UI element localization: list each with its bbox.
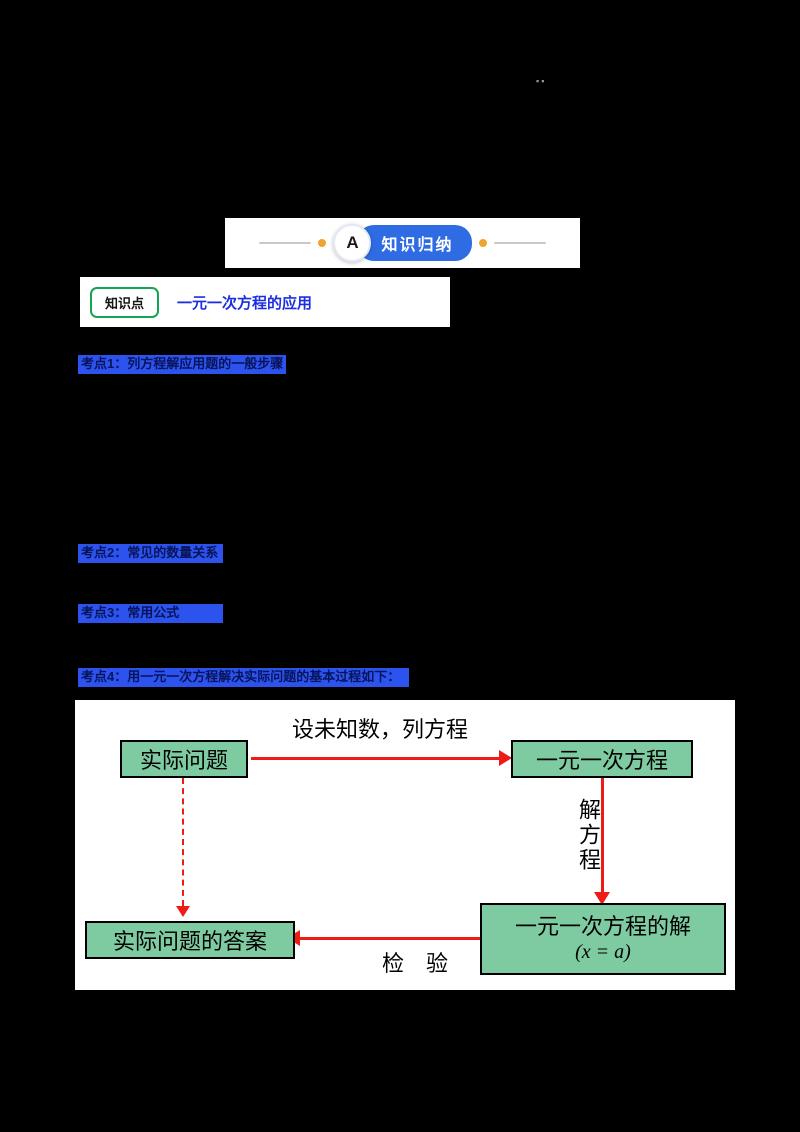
flow-arrow-setup: [251, 757, 499, 760]
topic-heading-1: 考点1：列方程解应用题的一般步骤: [78, 355, 287, 374]
section-title: 知识归纳: [357, 225, 472, 261]
section-letter: A: [333, 224, 372, 262]
knowledge-point-badge: 知识点: [90, 286, 160, 318]
section-banner: A 知识归纳: [225, 218, 580, 268]
flow-arrowhead-dashed: [176, 906, 190, 917]
banner-left-line: [259, 242, 312, 244]
flow-node-equation: 一元一次方程: [511, 740, 693, 778]
flow-arrowhead-solve: [594, 892, 610, 905]
topic-heading-3: 考点3：常用公式: [78, 604, 223, 623]
flow-node-solution-line2: (x = a): [575, 941, 631, 964]
flow-arrow-solve: [601, 778, 604, 894]
flowchart-panel: 实际问题 设未知数，列方程 一元一次方程 解方程 一元一次方程的解 (x = a…: [75, 700, 735, 990]
flow-node-answer: 实际问题的答案: [85, 921, 295, 959]
flow-edge-label-setup: 设未知数，列方程: [291, 717, 468, 742]
section-badge: A 知识归纳: [333, 224, 472, 262]
knowledge-point-title: 一元一次方程的应用: [177, 294, 313, 312]
flow-arrow-dashed: [182, 778, 184, 906]
flow-arrowhead-setup: [499, 750, 512, 766]
flow-node-solution-line1: 一元一次方程的解: [514, 913, 691, 939]
banner-left-dot: [318, 239, 327, 247]
flow-edge-label-check: 检 验: [381, 951, 448, 976]
knowledge-point-box: 知识点 一元一次方程的应用: [80, 277, 450, 327]
flow-arrow-check: [299, 937, 480, 940]
flow-node-solution: 一元一次方程的解 (x = a): [480, 903, 726, 975]
page-mark: ▪▪: [536, 76, 547, 86]
banner-right-dot: [478, 239, 487, 247]
banner-right-line: [493, 242, 546, 244]
topic-heading-2: 考点2：常见的数量关系: [78, 544, 223, 563]
flow-node-problem: 实际问题: [120, 740, 248, 778]
topic-heading-4: 考点4：用一元一次方程解决实际问题的基本过程如下：: [78, 668, 409, 687]
flow-edge-label-solve: 解方程: [576, 798, 601, 873]
